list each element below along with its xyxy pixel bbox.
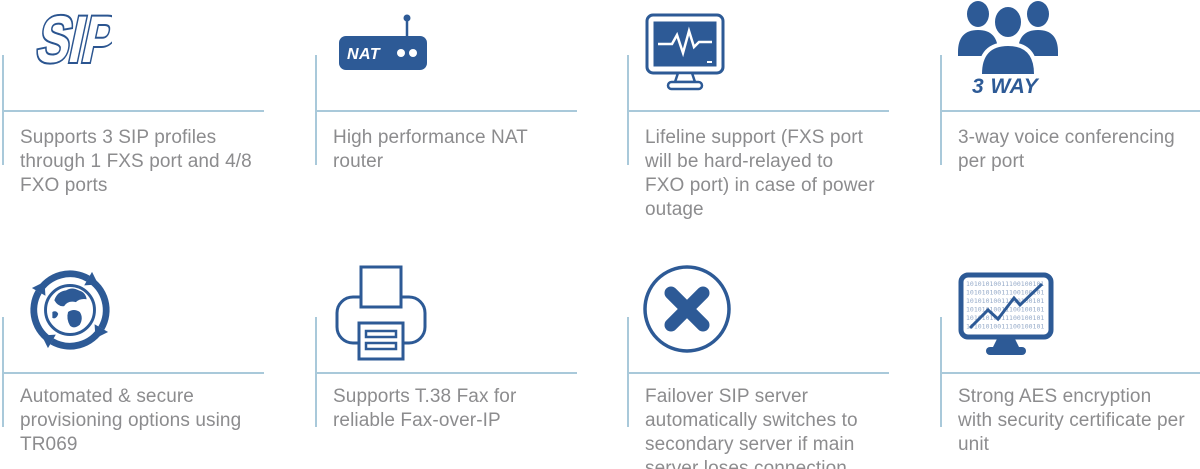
feature-text: Automated & secure provisioning options … — [20, 386, 242, 455]
binary-row-text: 10101010011100100101 — [966, 323, 1044, 331]
feature-card-3way: 3 WAY 3-way voice conferencing per port — [940, 0, 1200, 235]
separator-horizontal-line — [940, 110, 1200, 112]
separator-horizontal-line — [2, 110, 264, 112]
failover-x-icon — [643, 265, 731, 353]
separator-horizontal-line — [627, 372, 889, 374]
separator-horizontal-line — [2, 372, 264, 374]
fax-printer-icon — [335, 265, 427, 361]
feature-card-failover: Failover SIP server automatically switch… — [627, 235, 940, 469]
feature-card-fax: Supports T.38 Fax for reliable Fax-over-… — [315, 235, 628, 469]
feature-text: Failover SIP server automatically switch… — [645, 386, 858, 469]
separator-horizontal-line — [627, 110, 889, 112]
nat-label-text: NAT — [347, 46, 381, 63]
sip-logo-text: SIP — [31, 10, 112, 70]
feature-card-sip: SIP Supports 3 SIP profiles through 1 FX… — [2, 0, 315, 235]
lifeline-monitor-icon — [645, 13, 725, 91]
feature-card-nat: NAT High performance NAT router — [315, 0, 628, 235]
provisioning-globe-icon — [23, 263, 117, 357]
three-way-label-text: 3 WAY — [972, 75, 1040, 96]
feature-card-provisioning: Automated & secure provisioning options … — [2, 235, 315, 469]
separator-horizontal-line — [315, 372, 577, 374]
sip-logo-icon: SIP — [29, 10, 112, 70]
three-way-group-icon: 3 WAY — [958, 1, 1058, 96]
binary-row-text: 10101010011100100101 — [966, 314, 1044, 322]
feature-card-encryption: 10101010011100100101 1010101001110010010… — [940, 235, 1200, 469]
binary-row-text: 10101010011100100101 — [966, 297, 1044, 305]
feature-text: 3-way voice conferencing per port — [958, 127, 1175, 172]
separator-horizontal-line — [315, 110, 577, 112]
nat-router-icon: NAT — [339, 14, 427, 70]
feature-text: High performance NAT router — [333, 127, 528, 172]
feature-text: Strong AES encryption with security cert… — [958, 386, 1185, 455]
feature-text: Lifeline support (FXS port will be hard-… — [645, 127, 875, 220]
feature-card-lifeline: Lifeline support (FXS port will be hard-… — [627, 0, 940, 235]
binary-row-text: 10101010011100100101 — [966, 289, 1044, 297]
binary-row-text: 10101010011100100101 — [966, 280, 1044, 288]
feature-text: Supports T.38 Fax for reliable Fax-over-… — [333, 386, 517, 431]
separator-horizontal-line — [940, 372, 1200, 374]
feature-text: Supports 3 SIP profiles through 1 FXS po… — [20, 127, 252, 196]
encryption-monitor-icon: 10101010011100100101 1010101001110010010… — [958, 272, 1054, 355]
